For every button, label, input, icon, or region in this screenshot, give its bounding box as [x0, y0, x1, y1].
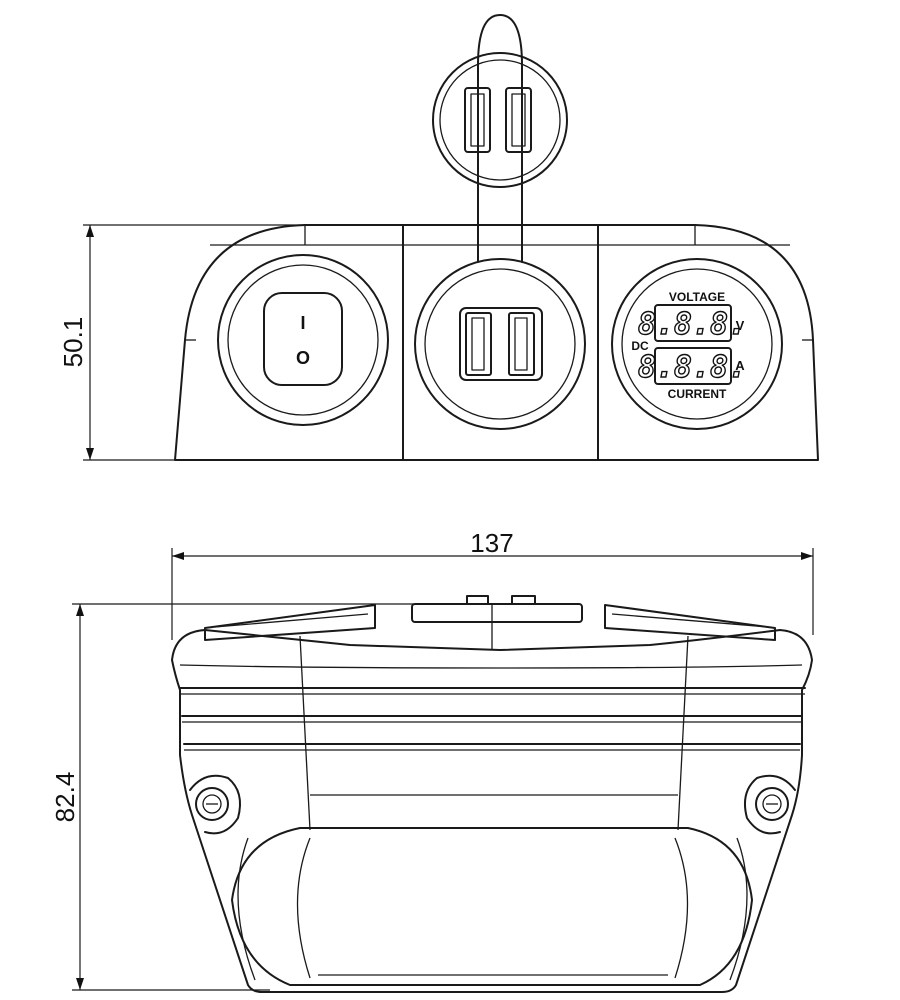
screw-mount-left: [189, 774, 241, 835]
voltage-digits: 8.8.8.: [638, 307, 746, 342]
top-housing-outline: [171, 629, 813, 993]
height-dimension: 50.1: [58, 224, 305, 461]
base-recess: [231, 827, 753, 986]
top-protrusions: [204, 595, 776, 641]
screw-mount-right: [744, 774, 796, 835]
meter-voltage-label: VOLTAGE: [669, 290, 725, 304]
depth-value: 82.4: [50, 772, 80, 823]
rocker-switch: I O: [217, 254, 389, 426]
usb-dust-cap: [432, 14, 568, 263]
top-view: 137 82.4: [50, 528, 814, 993]
amp-unit: A: [735, 358, 745, 373]
current-digits: 8.8.8.: [638, 350, 746, 385]
meter-current-label: CURRENT: [668, 387, 727, 401]
width-dimension: 137: [171, 528, 814, 640]
switch-on-symbol: I: [300, 313, 305, 333]
front-view: I O VOLTAGE CURRENT DC 8.8.8. 8.8.8. V A: [58, 14, 819, 461]
housing-ridges: [179, 604, 806, 831]
depth-dimension: 82.4: [50, 603, 470, 991]
meter-dc-label: DC: [631, 339, 649, 353]
switch-off-symbol: O: [296, 348, 310, 368]
width-value: 137: [470, 528, 513, 558]
volt-amp-meter: VOLTAGE CURRENT DC 8.8.8. 8.8.8. V A: [611, 258, 783, 430]
height-value: 50.1: [58, 317, 88, 368]
volt-unit: V: [736, 318, 745, 333]
usb-socket: [414, 258, 586, 430]
